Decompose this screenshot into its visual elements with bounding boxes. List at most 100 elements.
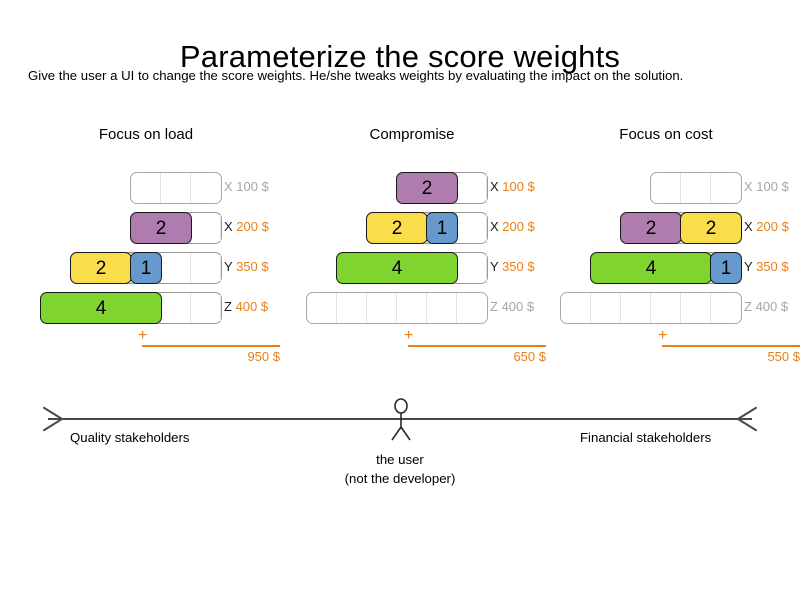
weight-row-label: X 100 $ [490, 179, 535, 194]
weight-segment[interactable]: 2 [366, 212, 428, 244]
weight-row-amount: 350 $ [756, 259, 789, 274]
weight-bar-cell[interactable] [161, 173, 191, 203]
weight-bar-cell[interactable] [681, 293, 711, 323]
weight-bar-area[interactable] [130, 172, 222, 204]
weight-bar-track[interactable]: 4 [336, 252, 488, 284]
weight-segment[interactable]: 4 [40, 292, 162, 324]
weight-bar-track[interactable] [130, 172, 222, 204]
weight-bar-cell[interactable] [191, 293, 221, 323]
weight-bar-track[interactable] [306, 292, 488, 324]
weight-bar-area[interactable]: 2 [130, 212, 222, 244]
weight-row-label: Z 400 $ [744, 299, 788, 314]
sum-plus-sign: + [138, 327, 148, 344]
weight-bar-cell[interactable] [681, 173, 711, 203]
weight-row: Z 400 $ [278, 288, 546, 328]
weight-row: X 100 $ [12, 168, 280, 208]
weight-bar-cell[interactable] [337, 293, 367, 323]
weight-bar-cell[interactable] [711, 293, 741, 323]
weight-bar-area[interactable]: 4 [336, 252, 488, 284]
weight-bar-cell[interactable] [457, 213, 487, 243]
weight-bar-track[interactable]: 2 [130, 212, 222, 244]
scenario-title: Focus on cost [619, 126, 713, 143]
weight-bar-cell[interactable] [457, 173, 487, 203]
weight-bar-cell[interactable] [457, 293, 487, 323]
weight-segment[interactable]: 4 [336, 252, 458, 284]
weight-bar-track[interactable]: 2 [396, 172, 488, 204]
weight-bar-cell[interactable] [191, 173, 221, 203]
weight-row-amount: 400 $ [235, 299, 269, 314]
weight-bar-area[interactable] [306, 292, 488, 324]
weight-bar-cell[interactable] [397, 293, 427, 323]
weight-row-amount: 200 $ [756, 219, 789, 234]
weight-segment[interactable]: 2 [130, 212, 192, 244]
sum-total: 950 $ [247, 349, 280, 364]
page-subtitle: Give the user a UI to change the score w… [28, 68, 684, 83]
scenario-sum: +650 $ [396, 327, 546, 364]
weight-segment[interactable]: 2 [620, 212, 682, 244]
weight-bar-cell[interactable] [191, 253, 221, 283]
weight-segment[interactable]: 4 [590, 252, 712, 284]
weight-bar-area[interactable] [560, 292, 742, 324]
sum-rule [142, 345, 280, 347]
weight-bar-area[interactable]: 4 [40, 292, 222, 324]
weight-bar-cell[interactable] [621, 293, 651, 323]
weight-bar-cell[interactable] [161, 293, 191, 323]
weight-bar-cell[interactable] [651, 293, 681, 323]
weight-bar-cell[interactable] [651, 173, 681, 203]
weight-bar-cell[interactable] [307, 293, 337, 323]
weight-row-letter: X [744, 219, 757, 234]
sum-plus-sign: + [404, 327, 414, 344]
stakeholder-axis-block: Quality stakeholders Financial stakehold… [0, 396, 800, 496]
weight-segment[interactable]: 1 [710, 252, 742, 284]
weight-bar-cell[interactable] [711, 173, 741, 203]
weight-bar-cell[interactable] [161, 253, 191, 283]
weight-bar-track[interactable] [560, 292, 742, 324]
weight-segment[interactable]: 2 [396, 172, 458, 204]
weight-row-label: Y 350 $ [744, 259, 789, 274]
weight-segment[interactable]: 2 [680, 212, 742, 244]
weight-segment[interactable]: 2 [70, 252, 132, 284]
weight-bar-cell[interactable] [131, 173, 161, 203]
user-caption-line-2: (not the developer) [344, 471, 456, 486]
weight-segment[interactable]: 1 [130, 252, 162, 284]
user-caption: the user (not the developer) [300, 450, 500, 488]
weight-row-letter: Z [224, 299, 236, 314]
weight-row-label: Y 350 $ [224, 259, 269, 274]
weight-bar-track[interactable]: 4 [40, 292, 222, 324]
weight-row-amount: 350 $ [502, 259, 535, 274]
weight-row-letter: Y [744, 259, 757, 274]
weight-bar-area[interactable]: 2 [396, 172, 488, 204]
weight-row-letter: X [744, 179, 757, 194]
weight-row-label: X 200 $ [224, 219, 269, 234]
weight-row: 2 X 200 $ [12, 208, 280, 248]
weight-bar-cell[interactable] [427, 293, 457, 323]
weight-row-amount: 100 $ [502, 179, 535, 194]
weight-bar-track[interactable] [650, 172, 742, 204]
weight-row-label: X 200 $ [744, 219, 789, 234]
weight-bar-cell[interactable] [191, 213, 221, 243]
weight-bar-cell[interactable] [591, 293, 621, 323]
user-caption-line-1: the user [376, 452, 424, 467]
weight-bar-cell[interactable] [457, 253, 487, 283]
weight-segment[interactable]: 1 [426, 212, 458, 244]
scenario-sum: +950 $ [130, 327, 280, 364]
weight-bar-cell[interactable] [367, 293, 397, 323]
sum-plus-sign: + [658, 327, 668, 344]
weight-bar-cell[interactable] [561, 293, 591, 323]
weight-bar-area[interactable] [650, 172, 742, 204]
weight-row-letter: Y [490, 259, 503, 274]
axis-label-quality: Quality stakeholders [70, 430, 190, 445]
